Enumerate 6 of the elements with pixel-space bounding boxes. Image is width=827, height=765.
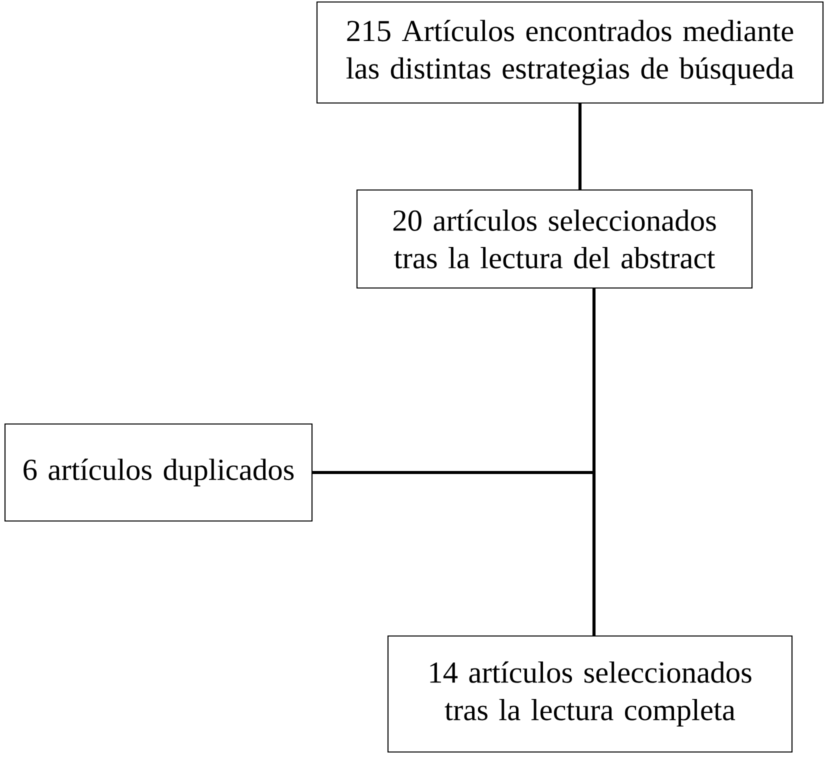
process-box: 6 artículos duplicados <box>4 423 313 522</box>
connector-line <box>578 103 582 190</box>
connector-line <box>312 470 596 636</box>
process-box: 20 artículos seleccionados tras la lectura del abstract <box>356 189 753 289</box>
process-box: 14 artículos seleccionados tras la lectura completa <box>387 635 793 753</box>
process-box: 215 Artículos encontrados mediante las distintas estrategias de búsqueda <box>316 1 824 104</box>
